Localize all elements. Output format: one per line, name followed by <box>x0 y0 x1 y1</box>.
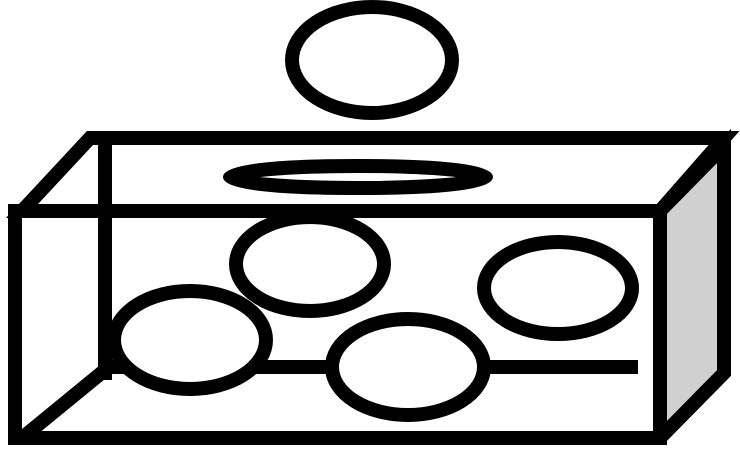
box-bottom-left-depth-edge <box>22 370 105 438</box>
ball-inside-left <box>114 291 266 389</box>
top-slot <box>230 166 486 188</box>
ball-inside-center <box>236 217 384 311</box>
ball-inside-right <box>484 242 632 334</box>
ball-inside-bottom <box>332 319 484 415</box>
ball-above-box <box>292 7 452 113</box>
box-top-face-outline <box>22 138 724 211</box>
